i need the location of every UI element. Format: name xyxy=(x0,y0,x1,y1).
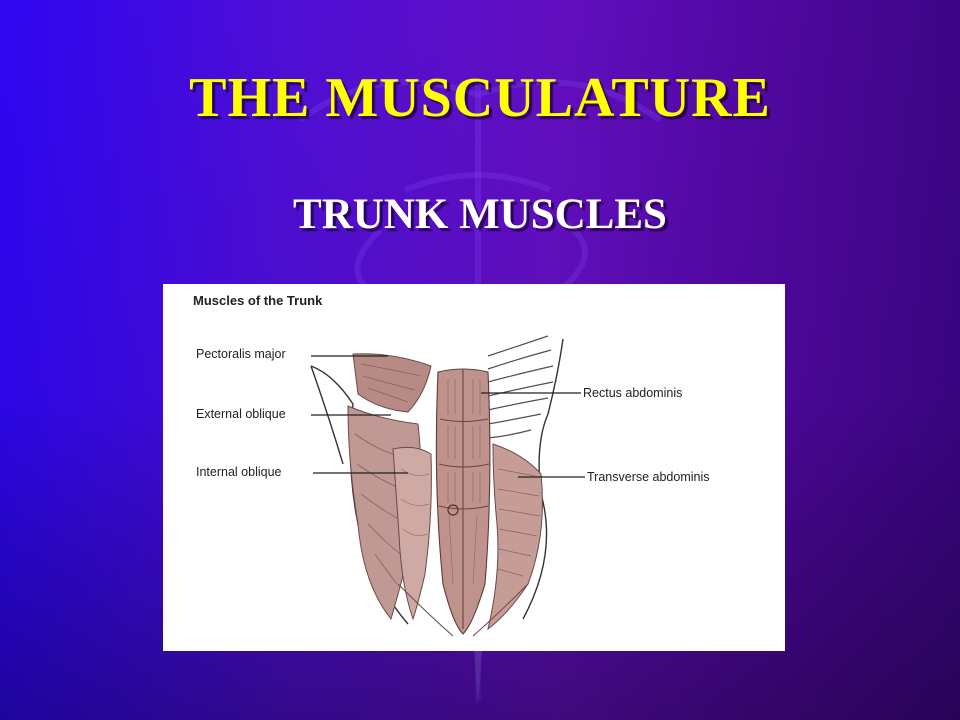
trunk-muscles-figure: Muscles of the Trunk Pectoralis major Ex… xyxy=(163,284,785,651)
label-rectus-abdominis: Rectus abdominis xyxy=(583,386,683,400)
label-external-oblique: External oblique xyxy=(196,407,286,421)
label-transverse-abdominis: Transverse abdominis xyxy=(587,470,710,484)
slide-subtitle: TRUNK MUSCLES xyxy=(293,191,667,238)
label-pectoralis-major: Pectoralis major xyxy=(196,347,286,361)
label-internal-oblique: Internal oblique xyxy=(196,465,282,479)
figure-heading: Muscles of the Trunk xyxy=(193,293,323,308)
slide-title: THE MUSCULATURE xyxy=(189,67,771,129)
trunk-muscles-illustration xyxy=(310,335,585,637)
